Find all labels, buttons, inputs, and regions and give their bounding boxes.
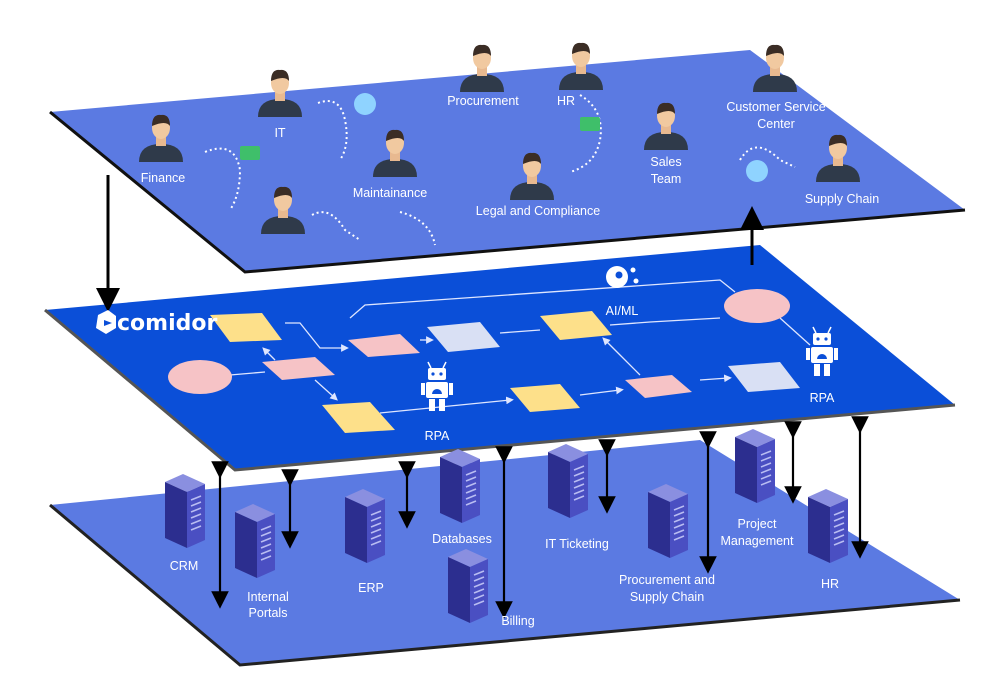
rpa-label: RPA bbox=[425, 429, 450, 443]
chat-icon bbox=[240, 117, 600, 160]
comidor-logo: comidor bbox=[96, 310, 217, 336]
svg-text:HR: HR bbox=[557, 94, 575, 108]
ai-ml-icon bbox=[606, 266, 639, 288]
svg-text:Legal and Compliance: Legal and Compliance bbox=[476, 204, 600, 218]
decision-shape bbox=[625, 375, 692, 398]
svg-text:comidor: comidor bbox=[117, 311, 217, 336]
system-labels: CRM Internal Portals ERP Databases Billi… bbox=[170, 517, 839, 628]
svg-text:Billing: Billing bbox=[501, 614, 534, 628]
svg-text:Project: Project bbox=[738, 517, 777, 531]
svg-text:Procurement and: Procurement and bbox=[619, 573, 715, 587]
svg-text:ERP: ERP bbox=[358, 581, 384, 595]
process-shapes bbox=[168, 289, 800, 433]
svg-text:Portals: Portals bbox=[249, 606, 288, 620]
svg-text:IT Ticketing: IT Ticketing bbox=[545, 537, 609, 551]
start-event bbox=[168, 360, 232, 394]
svg-text:Procurement: Procurement bbox=[447, 94, 519, 108]
end-event bbox=[724, 289, 790, 323]
task-shape bbox=[210, 313, 282, 342]
people-layer bbox=[49, 50, 966, 274]
svg-text:CRM: CRM bbox=[170, 559, 198, 573]
rpa-label: RPA bbox=[810, 391, 835, 405]
task-shape bbox=[728, 362, 800, 392]
svg-text:Maintainance: Maintainance bbox=[353, 186, 427, 200]
process-flow bbox=[229, 279, 811, 414]
svg-text:Management: Management bbox=[721, 534, 794, 548]
svg-text:Internal: Internal bbox=[247, 590, 289, 604]
system-arrows bbox=[211, 416, 869, 619]
phone-icon bbox=[354, 93, 768, 182]
svg-text:Finance: Finance bbox=[141, 171, 186, 185]
ai-ml-label: AI/ML bbox=[606, 304, 639, 318]
task-shape bbox=[510, 384, 580, 412]
task-shape bbox=[427, 322, 500, 352]
svg-text:IT: IT bbox=[274, 126, 285, 140]
svg-text:Databases: Databases bbox=[432, 532, 492, 546]
decision-shape bbox=[348, 334, 420, 357]
svg-text:Supply Chain: Supply Chain bbox=[630, 590, 704, 604]
task-shape bbox=[322, 402, 395, 433]
svg-text:Team: Team bbox=[651, 172, 682, 186]
svg-text:HR: HR bbox=[821, 577, 839, 591]
svg-text:Supply Chain: Supply Chain bbox=[805, 192, 879, 206]
communication-paths bbox=[204, 94, 796, 246]
svg-text:Center: Center bbox=[757, 117, 795, 131]
decision-shape bbox=[262, 357, 335, 380]
task-shape bbox=[540, 311, 612, 340]
svg-text:Sales: Sales bbox=[650, 155, 681, 169]
svg-text:Customer Service: Customer Service bbox=[726, 100, 825, 114]
role-labels: Finance IT Maintainance Procurement HR L… bbox=[141, 94, 879, 218]
layer-arrows bbox=[96, 175, 764, 312]
